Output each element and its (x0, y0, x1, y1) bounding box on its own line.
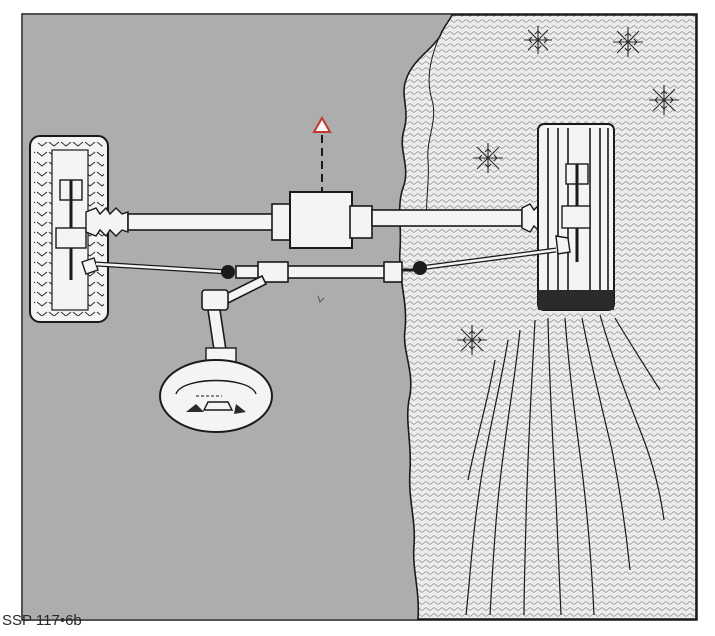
rack-mark (317, 295, 325, 303)
snow-edge-inner (426, 39, 439, 226)
snowflake-icon (613, 27, 643, 57)
left-drive-shaft (127, 213, 293, 231)
snowflake-icon (649, 85, 679, 115)
right-wheel (537, 123, 615, 311)
slush-trails (465, 314, 665, 616)
snowflake-icon (473, 143, 503, 173)
figure-caption: SSP 117•6b (2, 612, 82, 629)
direction-arrow-icon (312, 115, 332, 195)
snow-surface-texture (398, 14, 697, 620)
steering-column (201, 274, 268, 363)
steering-rack (221, 261, 427, 283)
right-tie-rod (419, 247, 557, 271)
steering-wheel (159, 359, 273, 433)
differential (271, 191, 373, 249)
right-drive-shaft (371, 209, 523, 227)
snowflake-icon (524, 26, 552, 54)
left-cv-boot (85, 206, 129, 238)
left-tie-rod (81, 257, 229, 275)
snowflake-icon (457, 325, 487, 355)
